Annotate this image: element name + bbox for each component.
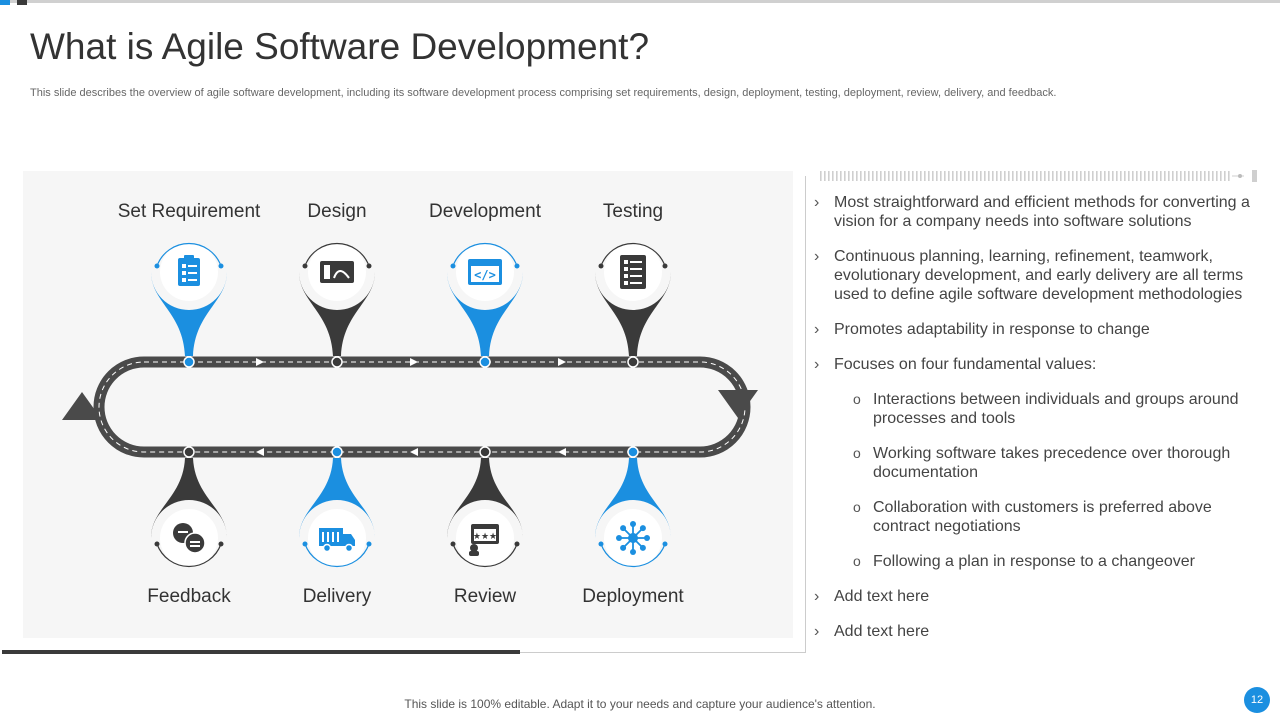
bullet-item: › Focuses on four fundamental values: [814,355,1254,374]
sub-bullet-item: o Following a plan in response to a chang… [814,552,1254,571]
circle-bullet-icon: o [853,553,861,569]
chevron-right-icon: › [814,321,820,338]
bullet-text: Collaboration with customers is preferre… [873,499,1212,535]
bullet-text: Add text here [834,588,930,605]
decorative-ruler [820,170,1257,182]
bullet-text: Most straightforward and efficient metho… [834,194,1250,230]
circle-bullet-icon: o [853,391,861,407]
bullet-item: › Promotes adaptability in response to ch… [814,320,1254,339]
step-label: Review [453,586,517,607]
review-screen-icon: ★★★ [469,524,499,556]
diagram-panel [23,171,793,638]
chat-bubbles-icon [173,523,206,554]
circle-bullet-icon: o [853,499,861,515]
page-number-badge: 12 [1244,687,1270,713]
arrow-right-down-icon [718,390,758,418]
svg-text:★★★: ★★★ [473,532,497,542]
svg-text:</>: </> [474,268,496,282]
sub-bullet-item: o Working software takes precedence over … [814,444,1254,482]
clipboard-checklist-icon [178,255,200,286]
step-label: Set Requirement [117,201,261,222]
chevron-right-icon: › [814,248,820,265]
test-document-icon [620,255,646,289]
chevron-right-icon: › [814,588,820,605]
bullet-text: Interactions between individuals and gro… [873,391,1239,427]
footer-note: This slide is 100% editable. Adapt it to… [404,697,876,711]
step-label: Design [307,201,367,222]
bullet-text: Working software takes precedence over t… [873,445,1231,481]
network-nodes-icon [616,521,650,555]
slide-subtitle: This slide describes the overview of agi… [30,87,1057,99]
slide-title: What is Agile Software Development? [30,26,650,67]
bullet-text: Continuous planning, learning, refinemen… [834,248,1244,303]
bullet-text: Promotes adaptability in response to cha… [834,321,1150,338]
bullet-text: Following a plan in response to a change… [873,553,1195,570]
content-divider [805,176,806,653]
process-step-design [299,242,375,368]
sub-bullet-item: o Interactions between individuals and gr… [814,390,1254,428]
bullet-item: › Most straightforward and efficient meth… [814,193,1254,231]
code-window-icon: </> [468,259,502,285]
step-label: Delivery [302,586,372,607]
chevron-right-icon: › [814,356,820,373]
bullet-item: › Add text here [814,587,1254,606]
circle-bullet-icon: o [853,445,861,461]
top-accent-blue [0,0,10,5]
bullet-item: › Continuous planning, learning, refineme… [814,247,1254,304]
bullet-text: Focuses on four fundamental values: [834,356,1097,373]
chevron-right-icon: › [814,623,820,640]
sub-bullet-item: o Collaboration with customers is preferr… [814,498,1254,536]
process-step-review: ★★★ [447,446,523,568]
bullet-item: › Add text here [814,622,1254,641]
step-label: Testing [602,201,664,222]
process-step-delivery [299,446,375,568]
top-accent-dark [17,0,27,5]
bullet-text: Add text here [834,623,930,640]
step-label: Deployment [582,586,684,607]
step-label: Feedback [147,586,231,607]
top-rule [0,0,1280,3]
process-step-development: </> [447,242,523,368]
process-step-deployment [595,446,671,568]
chevron-right-icon: › [814,194,820,211]
cycle-road [62,356,758,458]
process-step-feedback [151,446,227,568]
bottom-accent-line [2,650,520,654]
delivery-truck-icon [319,528,355,553]
step-label: Development [429,201,541,222]
process-step-testing [595,242,671,368]
arrow-left-up-icon [62,392,102,420]
bottom-divider-line [520,652,806,653]
bullet-list: › Most straightforward and efficient meth… [814,193,1254,657]
design-board-icon [320,261,354,283]
process-step-set-requirement [151,242,227,368]
